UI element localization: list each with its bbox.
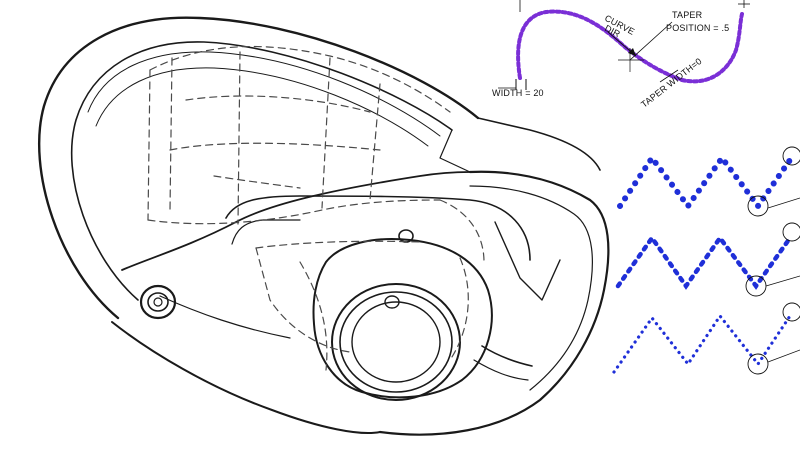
front-panel [494, 221, 561, 301]
detail-circle [782, 222, 800, 242]
taper-position-label-line1: TAPER [672, 10, 703, 20]
zigzag-line [617, 152, 793, 212]
reel-middle-ring [339, 291, 453, 393]
taper-position-leader [629, 21, 673, 61]
width-label: WIDTH = 20 [492, 88, 544, 98]
housing-bottom-edge [111, 321, 381, 435]
taper-position-label-line2: POSITION = .5 [666, 23, 729, 33]
hinge-knob-outer [139, 284, 177, 320]
product-sketch [37, 16, 610, 436]
taper-width-leader [659, 69, 679, 83]
zigzag-row-medium-dashes [615, 222, 800, 297]
handle-outer-contour [37, 16, 480, 320]
zigzag-patterns [612, 146, 800, 375]
housing-top-edge [121, 171, 471, 271]
zigzag-row-large-dots [617, 146, 800, 217]
body-shell-inner [469, 185, 593, 391]
handle-band-line [95, 67, 429, 147]
callout-leader [765, 275, 800, 287]
handle-band-line [87, 51, 441, 137]
hinge-knob-inner [147, 292, 169, 312]
hidden-lines [147, 46, 485, 371]
zigzag-row-small-dots [612, 302, 800, 375]
handle-inner-contour [70, 41, 453, 301]
hinge-knob-core [153, 297, 163, 307]
body-shell-outline [378, 170, 610, 436]
housing-rounded-top [225, 195, 531, 261]
callout-leader [767, 349, 800, 363]
handle-top-surface-inner [439, 129, 471, 173]
reel-hub [384, 295, 400, 309]
detail-circle [747, 353, 769, 375]
taper-curve-tail [680, 12, 744, 84]
zigzag-line [612, 313, 792, 374]
detail-circle [782, 302, 800, 322]
detail-circle [782, 146, 800, 166]
callout-leader [767, 197, 800, 209]
handle-top-surface [477, 117, 601, 171]
cutting-edge-lower [473, 359, 529, 381]
cutting-edge [481, 345, 533, 367]
curve-dir-arrowhead [628, 48, 636, 56]
taper-curve [516, 9, 684, 82]
housing-side-edge [159, 295, 291, 339]
reel-inner-ring [351, 301, 441, 383]
detail-circle [747, 195, 769, 217]
